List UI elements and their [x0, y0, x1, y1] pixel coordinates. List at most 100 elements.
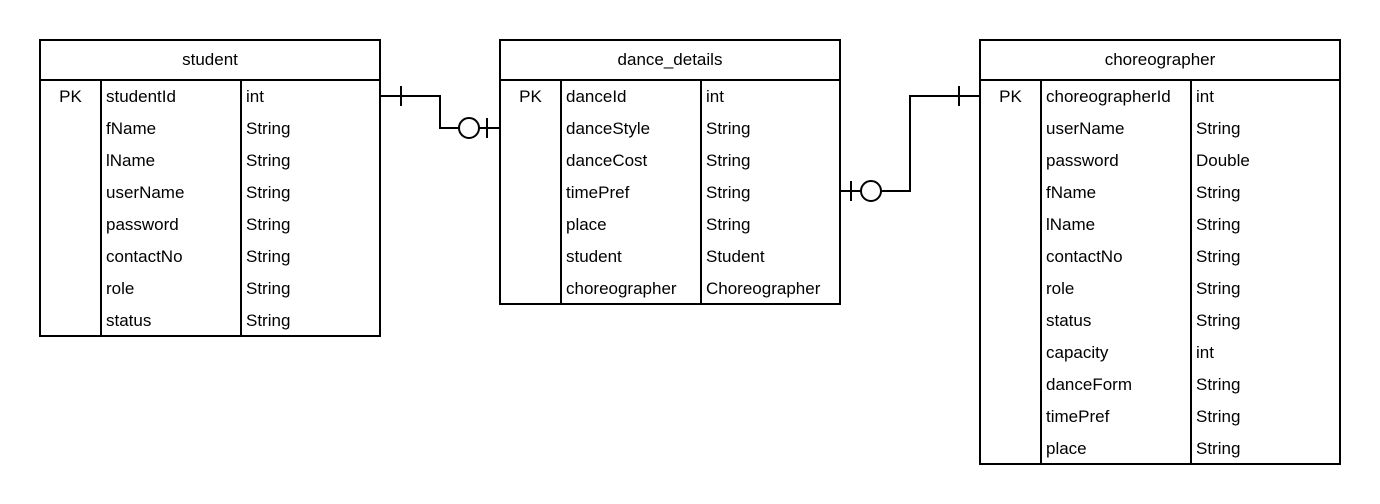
attribute-type: Student [706, 247, 765, 266]
attribute-name: lName [1046, 215, 1096, 234]
attribute-row: danceCost String [501, 145, 839, 177]
entity-title: student [41, 41, 379, 81]
attribute-name: status [106, 311, 152, 330]
attribute-type: String [1196, 247, 1241, 266]
attribute-row: status String [41, 305, 379, 337]
attribute-type: String [1196, 407, 1241, 426]
attribute-type: String [706, 183, 751, 202]
attribute-row: fName String [981, 177, 1339, 209]
attribute-row: PK choreographerId int [981, 81, 1339, 113]
attribute-type: String [1196, 119, 1241, 138]
attribute-name: student [566, 247, 622, 266]
attribute-type: Double [1196, 151, 1250, 170]
attribute-row: PK studentId int [41, 81, 379, 113]
attribute-row: timePref String [981, 401, 1339, 433]
relationship-line [841, 95, 979, 192]
attribute-type: String [1196, 215, 1241, 234]
attribute-type: String [246, 119, 291, 138]
attribute-name: choreographerId [1046, 87, 1171, 106]
attribute-name: fName [106, 119, 157, 138]
attribute-row: contactNo String [41, 241, 379, 273]
attribute-name: danceId [566, 87, 627, 106]
key-cell: PK [59, 87, 82, 106]
attribute-name: status [1046, 311, 1092, 330]
attribute-type: int [1196, 343, 1214, 362]
attribute-type: int [706, 87, 724, 106]
zero-marker [860, 180, 882, 202]
attribute-row: password String [41, 209, 379, 241]
key-cell: PK [519, 87, 542, 106]
attribute-name: danceStyle [566, 119, 651, 138]
attribute-row: danceForm String [981, 369, 1339, 401]
attribute-name: place [1046, 439, 1087, 458]
entity-choreographer: choreographer PK choreographerId int userNa… [979, 39, 1341, 465]
attribute-row: lName String [981, 209, 1339, 241]
attribute-type: String [246, 247, 291, 266]
relationship-dance-details-choreographer [841, 86, 979, 202]
attribute-row: timePref String [501, 177, 839, 209]
attribute-name: timePref [566, 183, 630, 202]
attribute-row: userName String [41, 177, 379, 209]
type-column-divider [700, 81, 702, 303]
attribute-row: role String [981, 273, 1339, 305]
attribute-row: place String [981, 433, 1339, 465]
attribute-name: fName [1046, 183, 1097, 202]
attribute-row: capacity int [981, 337, 1339, 369]
attribute-type: String [246, 183, 291, 202]
attribute-name: role [1046, 279, 1075, 298]
attribute-name: role [106, 279, 135, 298]
attribute-name: userName [106, 183, 185, 202]
attribute-name: password [106, 215, 179, 234]
attribute-name: danceForm [1046, 375, 1132, 394]
attribute-type: int [246, 87, 264, 106]
attribute-type: String [246, 311, 291, 330]
attribute-row: fName String [41, 113, 379, 145]
attribute-row: danceStyle String [501, 113, 839, 145]
attribute-row: userName String [981, 113, 1339, 145]
attribute-name: contactNo [1046, 247, 1123, 266]
attribute-type: String [246, 151, 291, 170]
attribute-name: danceCost [566, 151, 648, 170]
type-column-divider [240, 81, 242, 335]
zero-marker [458, 117, 480, 139]
attribute-name: timePref [1046, 407, 1110, 426]
attribute-type: Choreographer [706, 279, 821, 298]
attribute-type: int [1196, 87, 1214, 106]
attribute-name: studentId [106, 87, 176, 106]
attribute-row: contactNo String [981, 241, 1339, 273]
attribute-type: String [706, 215, 751, 234]
key-cell: PK [999, 87, 1022, 106]
attribute-type: String [1196, 375, 1241, 394]
attribute-name: choreographer [566, 279, 677, 298]
attribute-name: contactNo [106, 247, 183, 266]
attribute-name: capacity [1046, 343, 1109, 362]
key-column-divider [1040, 81, 1042, 463]
key-column-divider [560, 81, 562, 303]
attribute-name: lName [106, 151, 156, 170]
key-column-divider [100, 81, 102, 335]
attribute-row: status String [981, 305, 1339, 337]
attribute-row: student Student [501, 241, 839, 273]
attribute-type: String [1196, 183, 1241, 202]
relationship-line [381, 95, 499, 129]
attribute-row: choreographer Choreographer [501, 273, 839, 305]
attribute-type: String [706, 119, 751, 138]
attribute-name: userName [1046, 119, 1125, 138]
type-column-divider [1190, 81, 1192, 463]
attribute-type: String [1196, 439, 1241, 458]
attribute-type: String [1196, 279, 1241, 298]
attribute-type: String [1196, 311, 1241, 330]
entity-title: choreographer [981, 41, 1339, 81]
attribute-type: String [246, 215, 291, 234]
entity-title: dance_details [501, 41, 839, 81]
attribute-type: String [706, 151, 751, 170]
